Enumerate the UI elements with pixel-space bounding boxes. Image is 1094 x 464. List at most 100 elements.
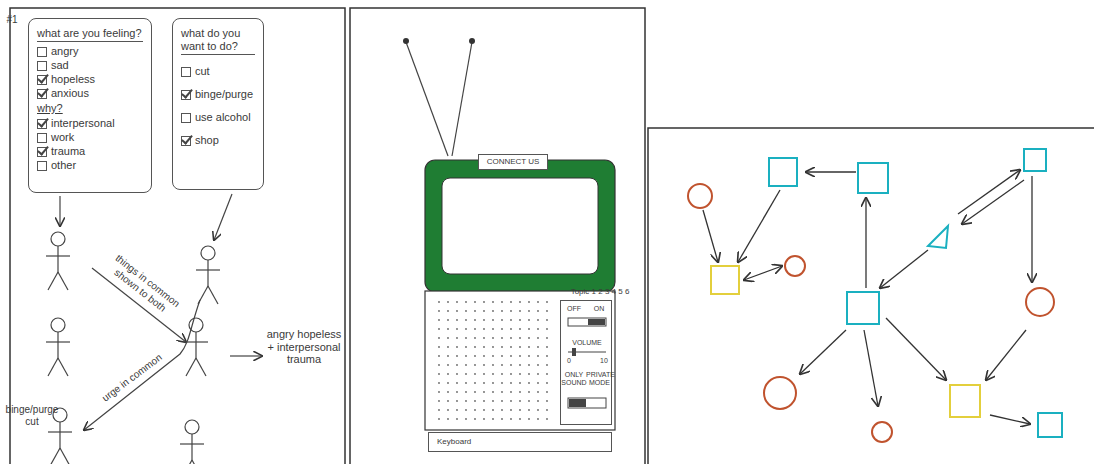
speaker-dot (483, 409, 485, 411)
speaker-dot (456, 418, 458, 420)
speaker-dot (474, 310, 476, 312)
toggle-switch (568, 318, 606, 326)
speaker-dot (510, 346, 512, 348)
checkmark (181, 86, 193, 98)
speaker-dot (438, 301, 440, 303)
speaker-dot (492, 382, 494, 384)
yellow-square (711, 266, 739, 294)
speaker-dot (456, 364, 458, 366)
checkbox (181, 113, 191, 123)
figure-body (207, 260, 208, 286)
title-tab: CONNECT US (478, 154, 548, 170)
arrow (84, 300, 200, 430)
speaker-dot (456, 310, 458, 312)
speaker-dot (483, 382, 485, 384)
speaker-dot (447, 301, 449, 303)
speaker-dot (483, 373, 485, 375)
figure-leg (182, 460, 192, 464)
checkbox (181, 136, 191, 146)
speaker-dot (546, 301, 548, 303)
speaker-dot (519, 418, 521, 420)
speaker-dot (546, 310, 548, 312)
speaker-dot (492, 418, 494, 420)
speaker-dot (465, 391, 467, 393)
red-circle (785, 256, 805, 276)
slider-knob (572, 348, 576, 356)
antenna (406, 42, 448, 156)
cyan-square (769, 158, 797, 186)
speaker-dot (501, 409, 503, 411)
speaker-dot (483, 301, 485, 303)
speaker-dot (546, 382, 548, 384)
speaker-dot (483, 310, 485, 312)
speaker-dot (510, 319, 512, 321)
figure-head (51, 232, 65, 246)
arrow (1031, 176, 1032, 282)
speaker-dot (474, 373, 476, 375)
red-circle (872, 422, 892, 442)
speaker-dot (510, 301, 512, 303)
speaker-dot (456, 301, 458, 303)
toggle-knob (569, 399, 586, 407)
speaker-dot (537, 391, 539, 393)
checklist-item: binge/purge (195, 88, 253, 101)
speaker-dot (528, 328, 530, 330)
speaker-dot (465, 418, 467, 420)
speaker-dot (438, 364, 440, 366)
checkbox (37, 119, 47, 129)
control-label: PRIVATE MODE (586, 371, 613, 387)
speaker-dot (492, 355, 494, 357)
speaker-dot (519, 382, 521, 384)
speaker-dot (492, 409, 494, 411)
arrow (865, 198, 866, 288)
speaker-dot (438, 400, 440, 402)
cyan-square (847, 292, 879, 324)
checklist-row: use alcohol (181, 111, 255, 124)
result-note: angry hopeless + interpersonal trauma (264, 328, 344, 366)
speaker-dot (501, 418, 503, 420)
speaker-dot (537, 418, 539, 420)
speaker-dot (483, 346, 485, 348)
speaker-dot (519, 400, 521, 402)
antenna-tip (403, 38, 409, 44)
speaker-dot (537, 301, 539, 303)
arrow (806, 171, 856, 172)
arrow (703, 210, 718, 262)
checklist-row: anxious (37, 87, 143, 100)
speaker-dot (465, 409, 467, 411)
arrow (958, 170, 1020, 214)
figure-leg (48, 272, 58, 290)
speaker-dot (447, 364, 449, 366)
screen-heading: what do you want to do? (181, 27, 255, 55)
speaker-dot (456, 382, 458, 384)
checkbox (37, 61, 47, 71)
speaker-dot (537, 355, 539, 357)
checklist-item: use alcohol (195, 111, 251, 124)
speaker-dot (510, 391, 512, 393)
speaker-dot (447, 346, 449, 348)
figure-body (57, 332, 58, 358)
antenna (452, 42, 472, 156)
arrow (880, 250, 928, 288)
urge-note: binge/purge cut (4, 404, 60, 427)
arrow (990, 415, 1030, 424)
speaker-dot (546, 409, 548, 411)
speaker-dot (510, 400, 512, 402)
speaker-dot (483, 400, 485, 402)
speaker-dot (510, 364, 512, 366)
control-label: ON (589, 305, 609, 313)
speaker-dot (456, 355, 458, 357)
speaker-dot (519, 301, 521, 303)
speaker-dot (546, 391, 548, 393)
node-text: Keyboard (437, 433, 611, 451)
speaker-dot (546, 373, 548, 375)
control-panel: OFFONVOLUME010ONLY SOUNDPRIVATE MODE (560, 300, 612, 425)
arrow (886, 318, 946, 380)
speaker-dot (528, 400, 530, 402)
figure-arms (48, 431, 72, 432)
figure-arms (196, 269, 220, 270)
keyboard-bar: Keyboard (428, 432, 612, 452)
figure-leg (186, 358, 196, 376)
arrow (744, 266, 782, 280)
